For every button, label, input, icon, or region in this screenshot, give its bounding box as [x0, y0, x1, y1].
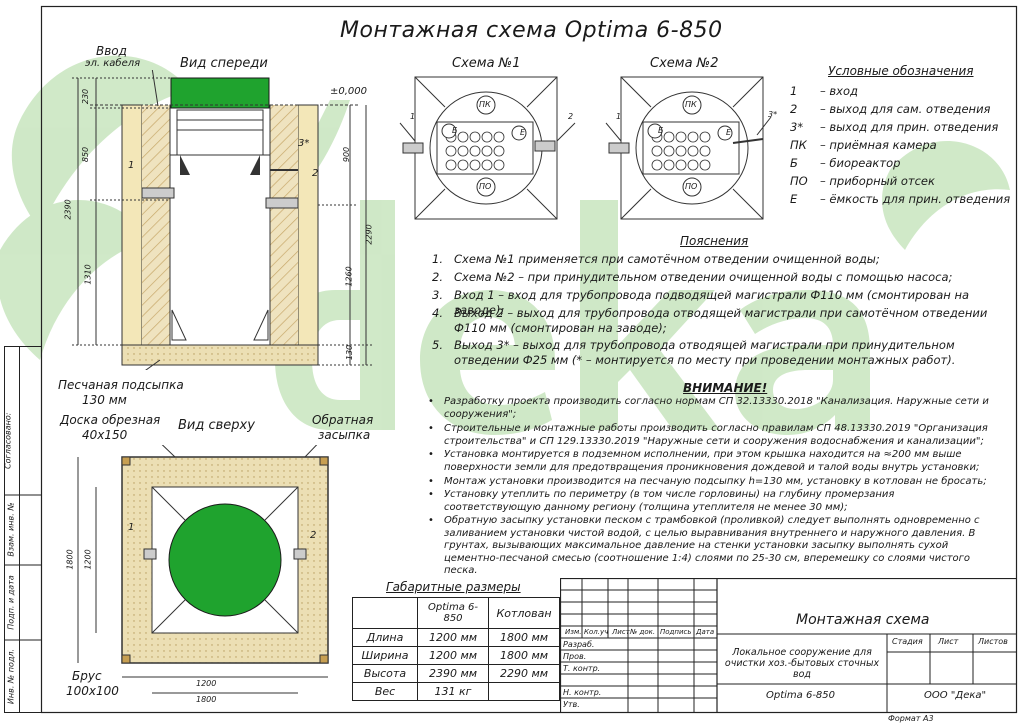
scheme2-mark-b: Б — [658, 126, 664, 135]
legend-item: ПК– приёмная камера — [790, 138, 937, 152]
front-view-drawing — [72, 70, 372, 370]
sheets-header: Листов — [978, 637, 1008, 646]
legend-item: 3*– выход для прин. отведения — [790, 120, 999, 134]
bottom-dim-1800: 1800 — [196, 695, 217, 704]
scheme2-in-label: 1 — [616, 112, 622, 121]
schemes-drawing — [399, 76, 772, 220]
scheme1-mark-e: Е — [520, 128, 526, 137]
legend-item: Е– ёмкость для прин. отведения — [790, 192, 1011, 206]
scheme2-mark-e: Е — [726, 128, 732, 137]
page-title: Монтажная схема Optima 6-850 — [340, 18, 723, 43]
scheme1-mark-pk: ПК — [479, 100, 491, 109]
top-dim-1800: 1800 — [65, 549, 75, 570]
attention-title: ВНИМАНИЕ! — [683, 381, 768, 395]
col-koluch: Кол.уч — [584, 628, 609, 636]
dim-1310: 1310 — [83, 264, 93, 285]
top-view-drawing — [77, 445, 329, 694]
stamp-sign-date: Подп. и дата — [6, 575, 16, 630]
level-label: ±0,000 — [330, 86, 368, 97]
title-block-grid — [560, 578, 1017, 713]
sheet-header: Лист — [938, 637, 959, 646]
scheme2-out-label: 3* — [768, 110, 778, 119]
title-block-model: Optima 6-850 — [766, 690, 836, 701]
scheme1-mark-po: ПО — [479, 182, 492, 191]
title-block-description: Локальное сооружение для очистки хоз.-бы… — [724, 647, 880, 680]
stamp-inv-orig: Инв. № подл. — [6, 648, 16, 705]
backfill-label-1: Обратная — [312, 413, 374, 427]
dim-1260: 1260 — [344, 266, 354, 287]
legend-item: 1– вход — [790, 84, 858, 98]
col-sign: Подпись — [660, 628, 692, 636]
role-approve: Утв. — [563, 700, 580, 709]
scheme2-mark-pk: ПК — [685, 100, 697, 109]
scheme-2-title: Схема №2 — [650, 56, 719, 71]
scheme1-in-label: 1 — [410, 112, 416, 121]
pipe-2-label: 2 — [312, 168, 319, 179]
cable-label-1: Ввод — [96, 44, 127, 58]
title-block-company: ООО "Дека" — [924, 690, 987, 701]
board-label-1: Доска обрезная — [60, 413, 161, 427]
table-row: Optima 6-850 Котлован — [352, 597, 560, 629]
col-list: Лист — [612, 628, 630, 636]
scheme1-out-label: 2 — [568, 112, 574, 121]
board-label-2: 40х150 — [82, 428, 128, 442]
title-block-doc-title: Монтажная схема — [796, 612, 930, 628]
scheme-1-title: Схема №1 — [452, 56, 521, 71]
dim-230: 230 — [81, 88, 91, 105]
dims-table-title: Габаритные размеры — [386, 580, 521, 594]
sand-label-2: 130 мм — [82, 393, 127, 407]
backfill-label-2: засыпка — [318, 428, 371, 442]
cable-label-2: эл. кабеля — [85, 58, 141, 69]
dim-900: 900 — [342, 146, 352, 163]
scheme1-mark-b: Б — [452, 126, 458, 135]
format-label: Формат А3 — [888, 714, 934, 723]
explanations-title: Пояснения — [680, 234, 749, 248]
stamp-replace-inv: Взам. инв. № — [6, 502, 16, 557]
beam-label-2: 100х100 — [66, 684, 119, 698]
sand-label-1: Песчаная подсыпка — [58, 378, 184, 392]
dim-130: 130 — [345, 344, 355, 361]
legend-title: Условные обозначения — [828, 64, 974, 78]
front-view-label: Вид спереди — [180, 56, 268, 71]
dim-2290: 2290 — [364, 224, 374, 245]
beam-label-1: Брус — [72, 669, 102, 683]
pipe-3-label: 3* — [298, 138, 310, 149]
role-ncontrol: Н. контр. — [563, 688, 602, 697]
col-izm: Изм. — [565, 628, 582, 636]
role-check: Пров. — [563, 652, 587, 661]
stage-header: Стадия — [892, 637, 923, 646]
legend-item: ПО– приборный отсек — [790, 174, 935, 188]
role-tcontrol: Т. контр. — [563, 664, 601, 673]
dim-2390: 2390 — [63, 199, 73, 220]
scheme2-mark-po: ПО — [685, 182, 698, 191]
top-pipe-1-label: 1 — [128, 522, 135, 533]
dim-850: 850 — [81, 146, 91, 163]
legend-item: Б– биореактор — [790, 156, 901, 170]
col-doc: № док. — [630, 628, 656, 636]
bottom-dim-1200: 1200 — [196, 679, 217, 688]
top-pipe-2-label: 2 — [310, 530, 317, 541]
top-view-label: Вид сверху — [178, 418, 255, 433]
col-date: Дата — [696, 628, 715, 636]
pipe-1-label: 1 — [128, 160, 135, 171]
legend-item: 2– выход для сам. отведения — [790, 102, 991, 116]
top-dim-1200: 1200 — [83, 549, 93, 570]
role-dev: Разраб. — [563, 640, 595, 649]
